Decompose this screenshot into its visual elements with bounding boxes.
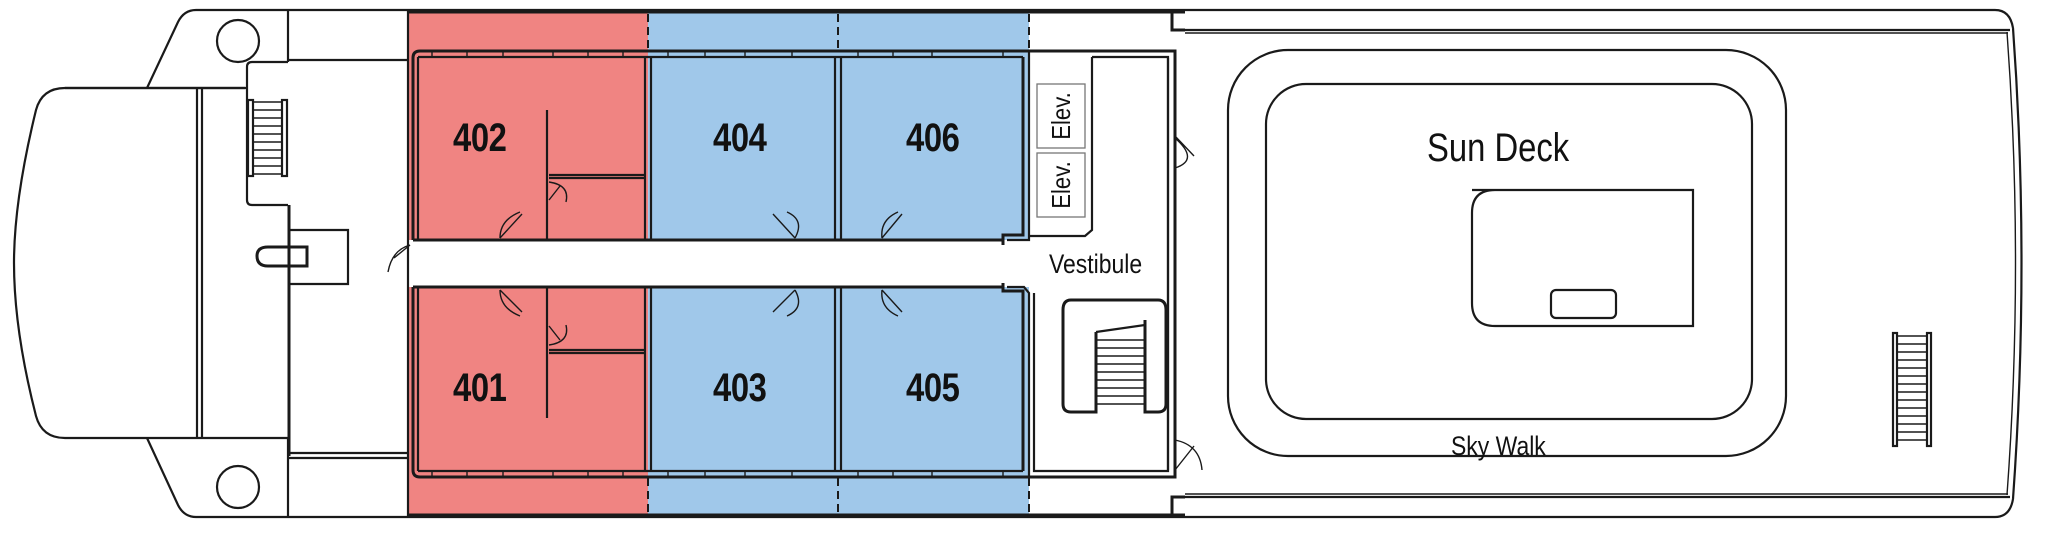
cabin-404-number[interactable]: 404 bbox=[713, 116, 767, 160]
vestibule-walls bbox=[1029, 10, 1185, 517]
cabin-401-number[interactable]: 401 bbox=[453, 366, 507, 410]
sky-walk-label: Sky Walk bbox=[1451, 431, 1546, 461]
stairs-icon bbox=[1061, 298, 1168, 414]
vestibule-label: Vestibule bbox=[1049, 249, 1143, 279]
hatch-circle-icon bbox=[215, 18, 261, 64]
sun-deck-label: Sun Deck bbox=[1427, 126, 1570, 170]
cabin-402-number[interactable]: 402 bbox=[453, 116, 507, 160]
cabin-406-number[interactable]: 406 bbox=[906, 116, 960, 160]
sun-deck-outline bbox=[1185, 28, 2010, 499]
elevator-label: Elev. bbox=[1046, 92, 1076, 140]
elevator-box bbox=[1036, 83, 1086, 149]
door-swing-icon bbox=[387, 135, 1203, 471]
corridor bbox=[413, 240, 1003, 287]
stairs-icon bbox=[246, 98, 289, 178]
elevator-label: Elev. bbox=[1046, 161, 1076, 209]
cabin-403-number[interactable]: 403 bbox=[713, 366, 767, 410]
hull-outline bbox=[12, 8, 2023, 519]
elevator-box bbox=[1036, 152, 1086, 218]
ladder-icon bbox=[1891, 331, 1933, 448]
cabin-405-number[interactable]: 405 bbox=[906, 366, 960, 410]
cabin-walls bbox=[408, 10, 1185, 517]
hatch-circle-icon bbox=[215, 464, 261, 510]
